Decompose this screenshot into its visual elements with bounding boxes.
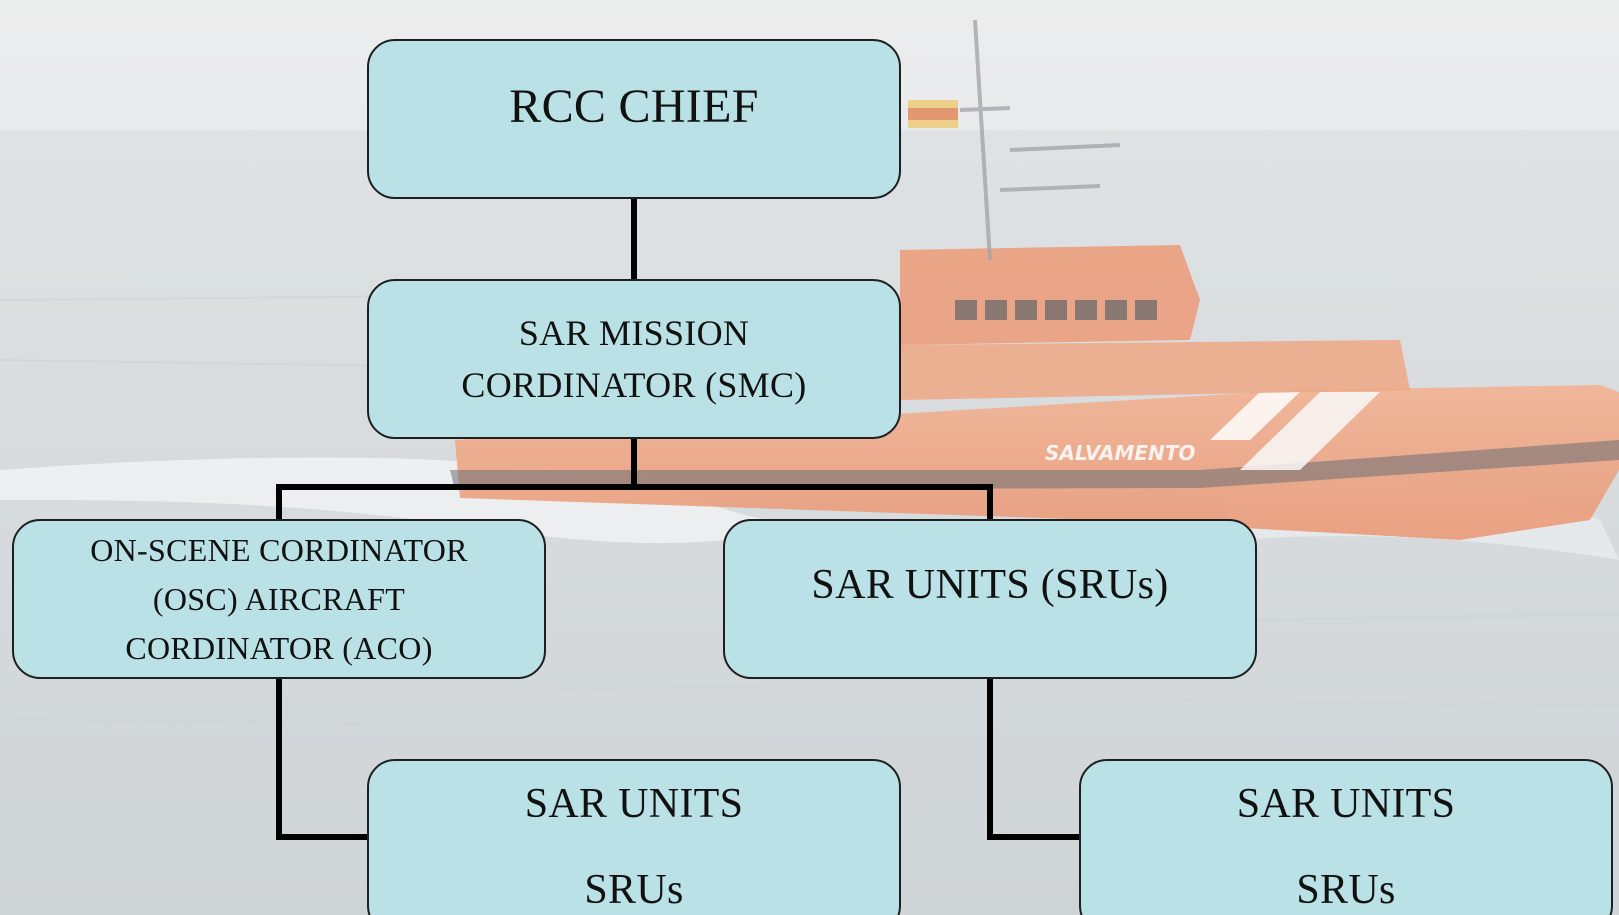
node-sar-units: SAR UNITS (SRUs) [723,519,1257,679]
node-label: CORDINATOR (SMC) [461,365,807,405]
node-label: SAR UNITS [524,781,744,827]
node-label: CORDINATOR (ACO) [125,629,433,666]
node-rcc-chief: RCC CHIEF [367,39,901,199]
node-label: SAR MISSION [518,313,750,353]
node-label: SRUs [584,867,684,913]
node-label: RCC CHIEF [509,80,759,133]
node-sar-units-left: SAR UNITS SRUs [367,759,901,915]
node-label: ON-SCENE CORDINATOR [90,531,468,568]
node-on-scene-coordinator: ON-SCENE CORDINATOR (OSC) AIRCRAFT CORDI… [12,519,546,679]
node-label: SAR UNITS [1236,781,1456,827]
node-label: SAR UNITS (SRUs) [811,562,1169,608]
node-sar-mission-coordinator: SAR MISSION CORDINATOR (SMC) [367,279,901,439]
node-label: (OSC) AIRCRAFT [152,580,406,617]
hull-text: SALVAMENTO [1045,441,1195,465]
node-sar-units-right: SAR UNITS SRUs [1079,759,1613,915]
node-label: SRUs [1296,867,1396,913]
